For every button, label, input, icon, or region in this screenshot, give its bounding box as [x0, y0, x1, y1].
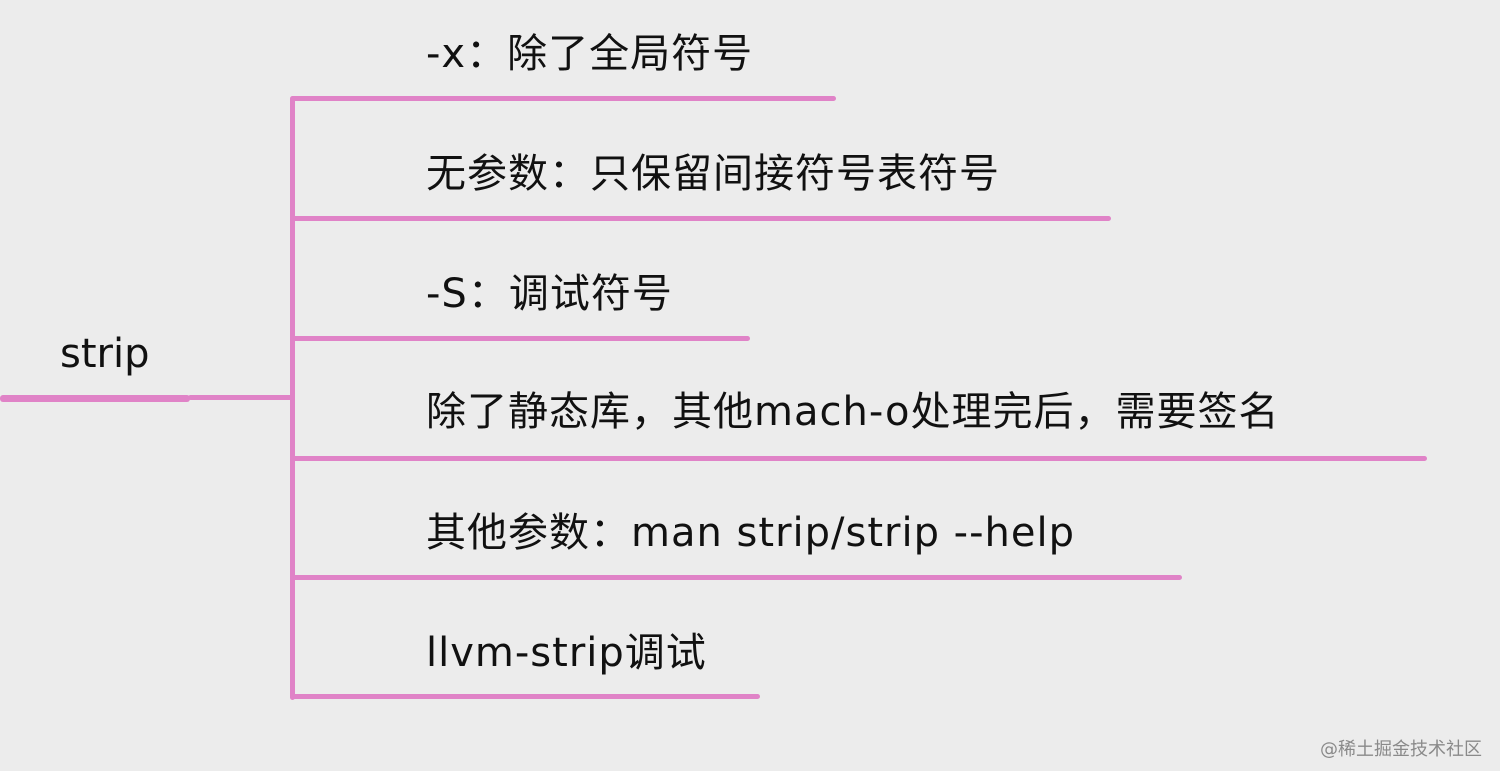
root-node-label: strip	[60, 331, 150, 377]
branch-node-label: llvm-strip调试	[426, 630, 707, 676]
branch-node-label: -S：调试符号	[426, 271, 673, 317]
branch-node-label: 无参数：只保留间接符号表符号	[426, 151, 1000, 197]
branch-node-label: -x：除了全局符号	[426, 31, 754, 77]
branch-trunk-line	[290, 97, 295, 700]
branch-underline	[290, 96, 836, 101]
root-connector-line	[0, 395, 190, 402]
watermark-text: @稀土掘金技术社区	[1320, 739, 1482, 760]
branch-underline	[290, 575, 1182, 580]
branch-underline	[290, 456, 1427, 461]
root-to-trunk-line	[188, 395, 294, 400]
branch-node-label: 其他参数：man strip/strip --help	[426, 510, 1076, 556]
branch-underline	[290, 216, 1111, 221]
branch-underline	[290, 336, 750, 341]
branch-node-label: 除了静态库，其他mach-o处理完后，需要签名	[426, 389, 1280, 435]
branch-underline	[290, 694, 760, 699]
